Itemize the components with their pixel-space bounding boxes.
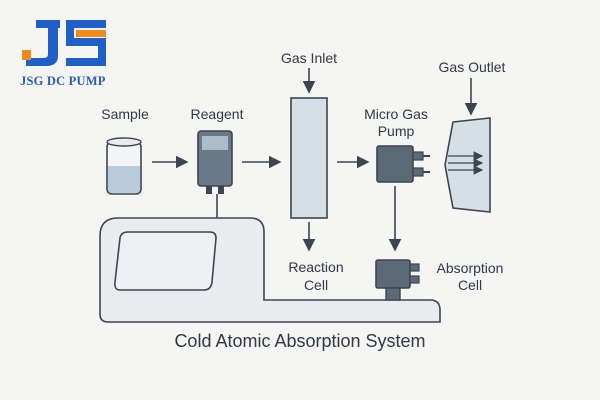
label-gas-outlet: Gas Outlet [438,59,506,75]
label-sample: Sample [101,106,149,122]
absorption-cell-icon [375,259,420,301]
diagram-caption: Cold Atomic Absorption System [174,331,426,351]
label-micro-gas-pump-line1: Micro Gas [364,106,428,122]
label-reaction-cell-line2: Cell [303,277,329,293]
brand-wordmark: JSG DC PUMP [20,74,116,89]
gas-outlet-cell-icon [444,117,491,213]
label-micro-gas-pump-line2: Pump [377,123,415,139]
reagent-pump-icon [197,130,233,218]
label-absorption-cell-line1: Absorption [436,260,504,276]
label-gas-inlet: Gas Inlet [280,50,338,66]
sample-beaker-icon [106,137,142,195]
jsg-logo-icon [22,20,106,66]
instrument-screen [114,231,217,291]
reaction-column [290,97,328,219]
label-reaction-cell-line1: Reaction [288,259,344,275]
label-absorption-cell-line2: Cell [457,277,483,293]
brand-wordmark-text: JSG DC PUMP [20,74,106,88]
micro-gas-pump-icon [376,145,430,183]
label-reagent: Reagent [190,106,244,122]
